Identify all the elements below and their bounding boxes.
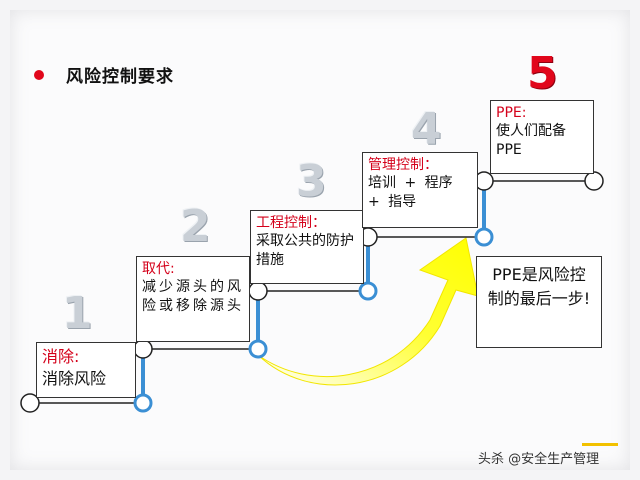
step-body-1: 消除风险 [42,369,107,388]
step-body-3: 采取公共的防护措施 [256,233,354,268]
step-number-5: 5 [527,48,558,99]
step-body-5: 使人们配备PPE [496,123,566,158]
step-head-1: 消除: [42,347,80,366]
step-head-2: 取代: [142,261,175,277]
step-box-1: 消除: 消除风险 [36,342,136,398]
step-body-4: 培训 + 程序 + 指导 [368,175,453,210]
step-box-3: 工程控制： 采取公共的防护措施 [250,210,364,284]
bullet-dot-icon [34,69,44,80]
step-number-2: 2 [180,201,211,252]
step-number-4: 4 [411,104,442,155]
slide-title: 风险控制要求 [66,67,174,87]
curved-arrow-icon [257,237,479,386]
step-head-4: 管理控制： [368,157,438,173]
step-number-3: 3 [296,156,327,207]
watermark: 头杀 @安全生产管理 [478,443,618,467]
title-row: 风险控制要求 [34,62,174,87]
step-head-5: PPE: [496,105,527,121]
step-number-1: 1 [62,288,93,339]
step-head-3: 工程控制： [256,215,326,231]
step-box-2: 取代: 减少源头的风险或移除源头 [136,256,250,342]
watermark-logo-icon [582,443,618,446]
watermark-text: 头杀 @安全生产管理 [478,452,600,467]
callout-note: PPE是风险控制的最后一步! [476,256,602,348]
step-box-5: PPE: 使人们配备PPE [490,100,594,174]
step-body-2: 减少源头的风险或移除源头 [142,279,244,314]
step-box-4: 管理控制： 培训 + 程序 + 指导 [362,152,478,228]
